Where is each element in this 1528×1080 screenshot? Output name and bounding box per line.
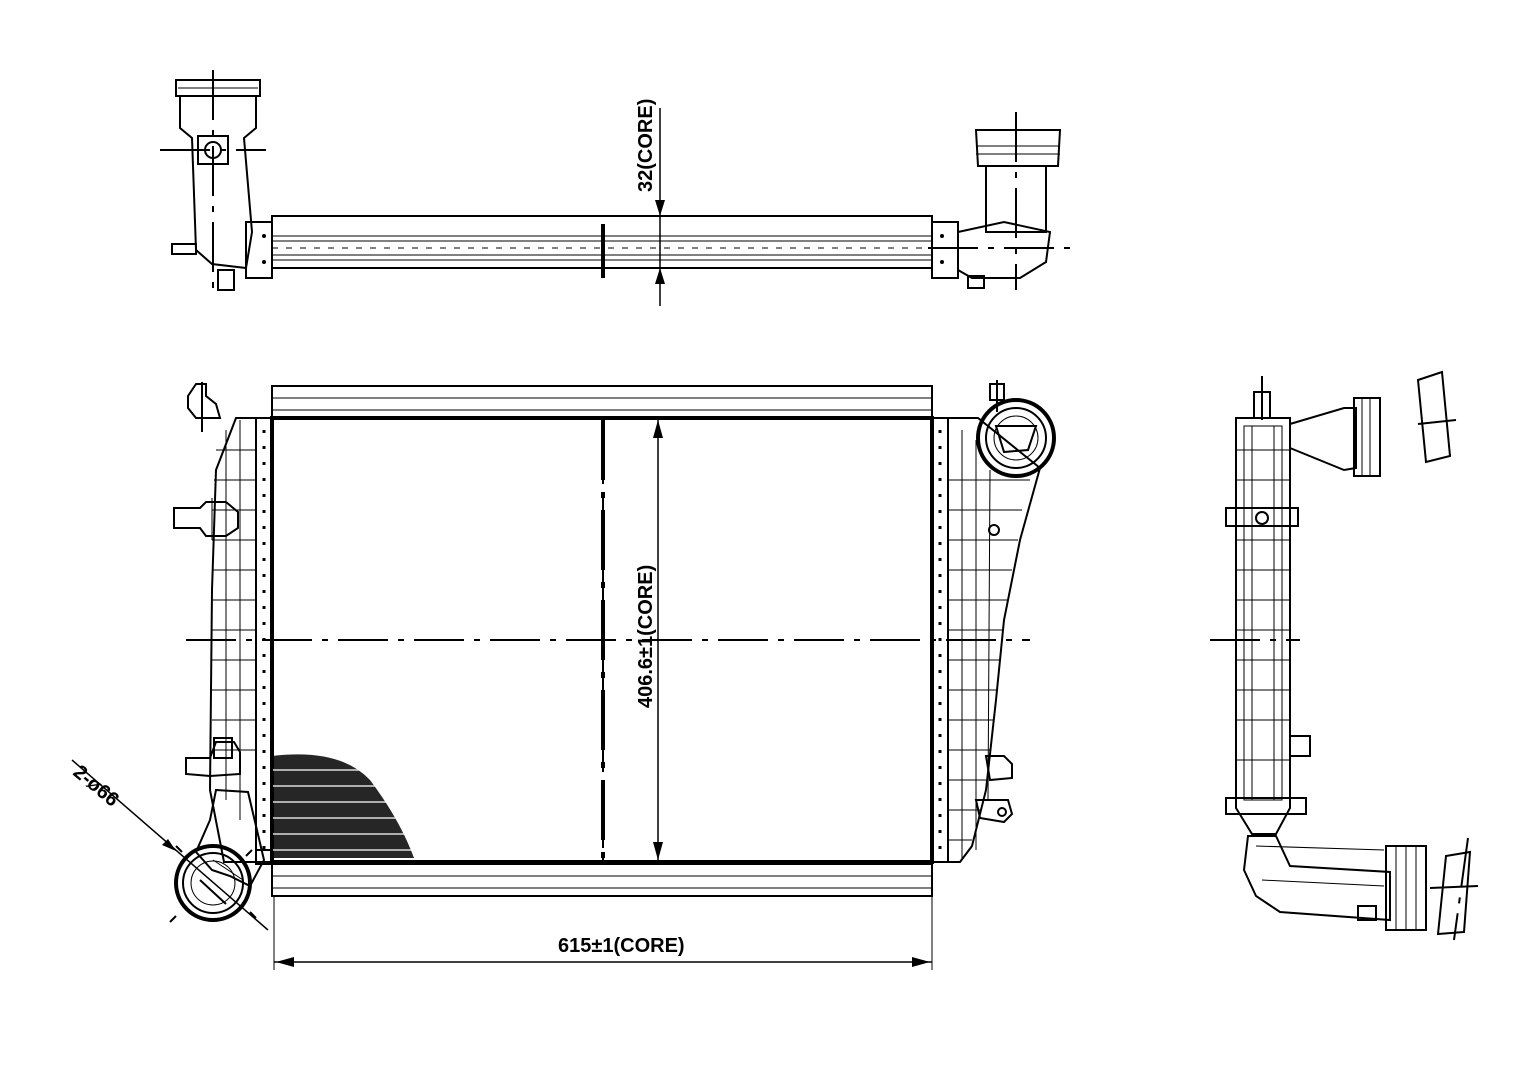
left-tank-grid [212,420,256,820]
dim-core-thickness: 32(CORE) [635,99,657,192]
front-view: 406.6±1(CORE) 615±1(CORE) 2-ø66 [69,380,1056,970]
fin-pattern [272,754,414,858]
dim-core-width: 615±1(CORE) [558,935,685,957]
dim-port-diameter: 2-ø66 [69,761,123,811]
side-view [1210,370,1479,941]
top-view: 32(CORE) [160,70,1072,306]
dim-core-height: 406.6±1(CORE) [635,565,657,708]
right-tank-grid [948,430,1030,860]
side-grid [1236,426,1290,800]
